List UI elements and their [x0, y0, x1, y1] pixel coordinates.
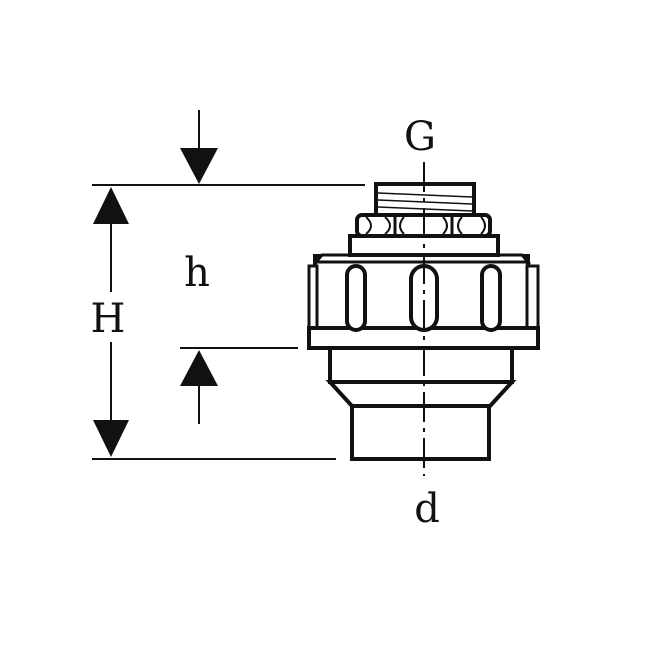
arrow-down-icon	[93, 420, 129, 457]
pipe-fitting	[307, 162, 540, 476]
label-H: H	[91, 296, 126, 342]
label-h: h	[184, 250, 210, 296]
dimension-h	[180, 110, 298, 424]
arrow-up-icon	[93, 187, 129, 224]
dimension-H	[92, 184, 365, 460]
socket	[350, 404, 491, 461]
label-d: d	[414, 486, 440, 532]
union-nut-rim-right	[525, 264, 540, 330]
union-nut-rim-left	[307, 264, 319, 330]
arrow-up-icon	[180, 350, 218, 386]
grip-slot	[480, 264, 502, 332]
label-G: G	[404, 114, 436, 160]
hex-nut-face-curve	[365, 216, 486, 235]
arrow-down-icon	[180, 148, 218, 184]
shoulder	[328, 346, 514, 384]
grip-slot	[345, 264, 367, 332]
taper	[325, 380, 517, 408]
